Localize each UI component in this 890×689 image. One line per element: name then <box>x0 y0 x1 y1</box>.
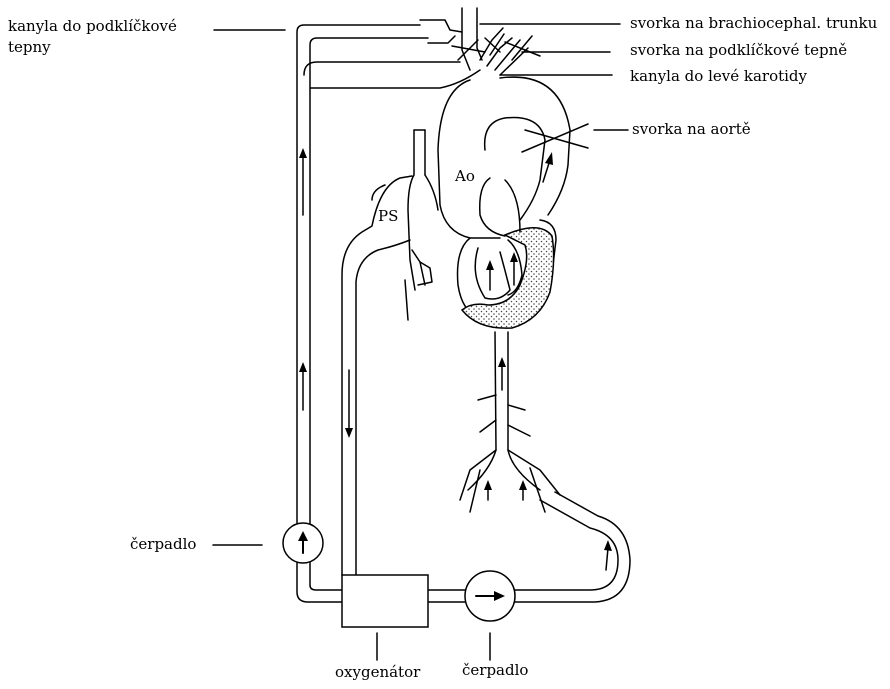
aorta <box>438 77 588 238</box>
label-cannula-left-carotid: kanyla do levé karotidy <box>630 67 808 85</box>
supra-aortic-vessels <box>452 8 540 75</box>
label-pulmonary-trunk: PS <box>378 207 398 225</box>
venous-return-vessels <box>460 332 560 512</box>
label-oxygenator: oxygenátor <box>335 663 421 681</box>
pulmonary-trunk <box>405 130 438 320</box>
pump-left <box>283 523 323 563</box>
arterial-return-tube <box>297 25 480 524</box>
label-leader-lines <box>213 24 628 660</box>
label-pump-bottom: čerpadlo <box>462 661 528 679</box>
femoral-perfusion-tube <box>515 492 630 602</box>
aortic-clamp-icon <box>522 124 588 152</box>
label-pump-left: čerpadlo <box>130 535 196 553</box>
label-subclavian-cannula-2: tepny <box>8 38 51 56</box>
heart <box>458 178 557 328</box>
label-clamp-subclavian: svorka na podklíčkové tepně <box>630 41 847 59</box>
label-aorta: Ao <box>454 167 475 185</box>
label-subclavian-cannula-1: kanyla do podklíčkové <box>8 17 177 35</box>
pump-bottom <box>465 571 515 621</box>
venous-drainage-tube <box>342 176 412 575</box>
oxygenator-box <box>342 575 428 627</box>
subclavian-cannula <box>420 20 462 43</box>
label-clamp-brachiocephalic: svorka na brachiocephal. trunku <box>630 14 878 32</box>
label-clamp-aorta: svorka na aortě <box>632 120 751 138</box>
